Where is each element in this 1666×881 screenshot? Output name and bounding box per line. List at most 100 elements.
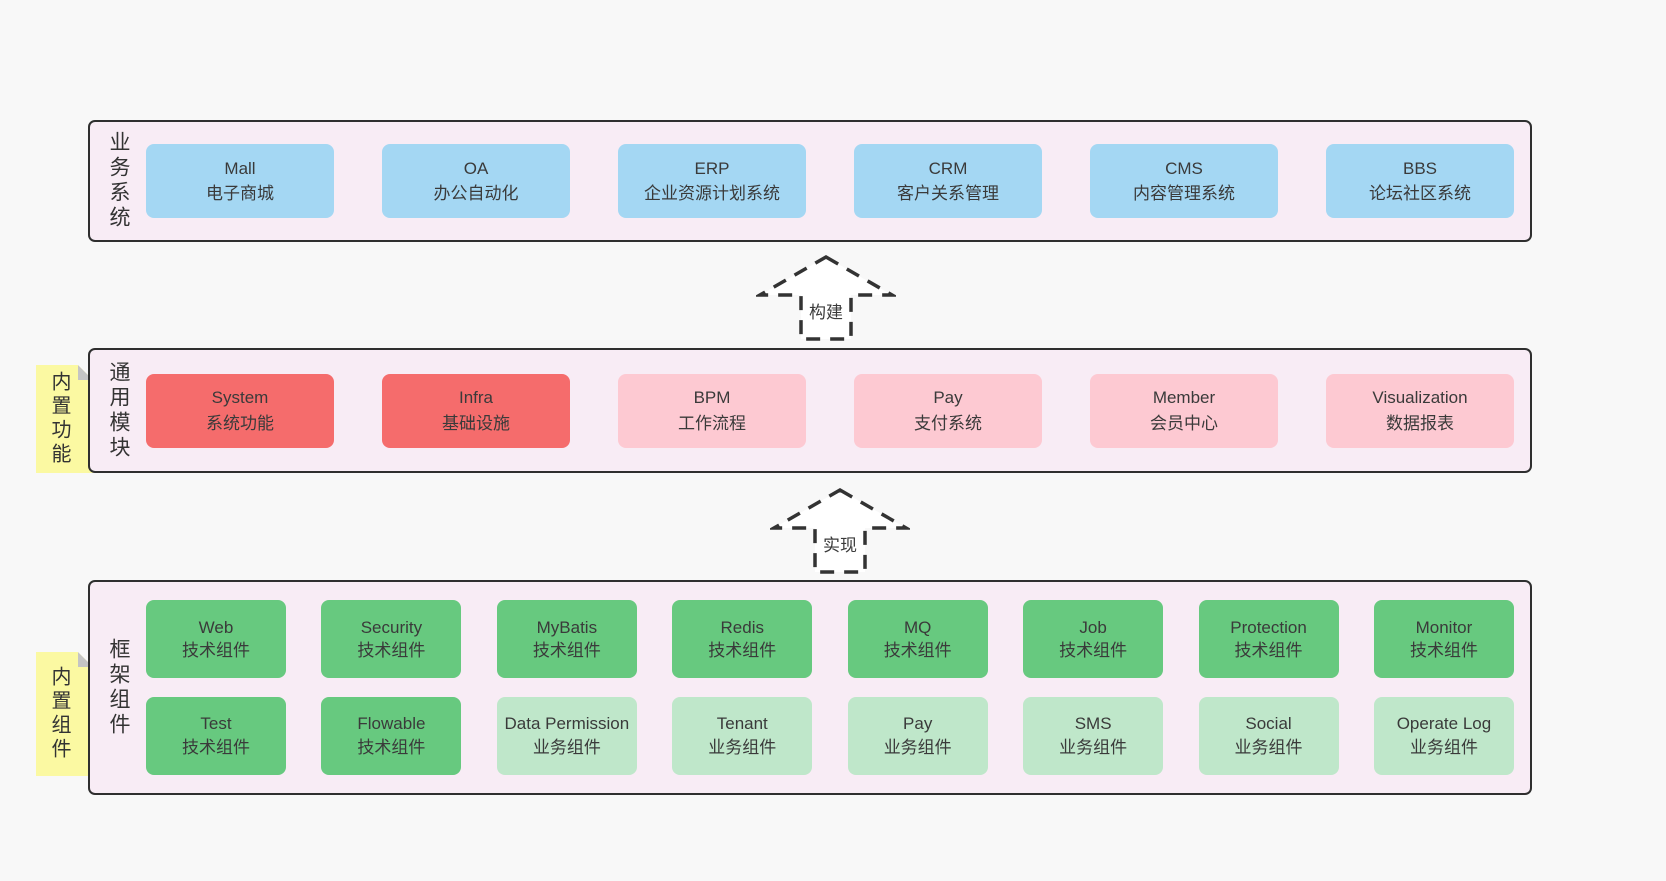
box-pay-component: Pay 业务组件 (847, 696, 988, 775)
box-social: Social 业务组件 (1198, 696, 1339, 775)
box-label-zh: 会员中心 (1150, 413, 1218, 433)
box-label-en: MQ (903, 617, 932, 637)
box-label-zh: 系统功能 (206, 413, 274, 433)
box-label-en: System (211, 388, 269, 407)
sticky-note-built-in-components: 内置组件 (36, 652, 93, 776)
box-oa: OA 办公自动化 (382, 144, 570, 218)
box-label-zh: 企业资源计划系统 (644, 184, 780, 203)
box-mybatis: MyBatis 技术组件 (496, 600, 637, 679)
box-label-en: SMS (1074, 713, 1112, 733)
box-label-zh: 数据报表 (1386, 413, 1454, 433)
box-label-en: Member (1152, 388, 1216, 407)
box-label-zh: 客户关系管理 (897, 184, 999, 203)
box-label-en: Job (1079, 617, 1107, 637)
arrow-label: 构建 (806, 298, 846, 323)
box-label-zh: 技术组件 (182, 641, 250, 661)
box-label-zh: 内容管理系统 (1133, 184, 1235, 203)
box-label-en: Pay (903, 713, 933, 733)
box-label-zh: 技术组件 (708, 641, 777, 661)
box-pay-system: Pay 支付系统 (854, 373, 1042, 448)
box-crm: CRM 客户关系管理 (854, 144, 1042, 218)
box-label-en: Web (198, 617, 234, 637)
box-label-zh: 业务组件 (1234, 737, 1303, 757)
box-label-zh: 业务组件 (1409, 737, 1478, 757)
box-label-zh: 技术组件 (357, 737, 426, 757)
box-label-zh: 技术组件 (532, 641, 601, 661)
box-label-zh: 工作流程 (678, 413, 746, 433)
box-label-en: Social (1245, 713, 1292, 733)
box-label-en: Infra (458, 388, 494, 407)
box-sms: SMS 业务组件 (1023, 696, 1164, 775)
tech-component-row: Web 技术组件 Security 技术组件 MyBatis 技术组件 Redi… (146, 600, 1514, 679)
box-test: Test 技术组件 (146, 696, 286, 775)
box-security: Security 技术组件 (321, 600, 462, 679)
panel-side-label: 框架组件 (107, 637, 130, 738)
box-label-en: Security (360, 617, 423, 637)
sticky-label: 内置组件 (48, 666, 70, 762)
box-redis: Redis 技术组件 (672, 600, 813, 679)
box-label-zh: 基础设施 (442, 413, 510, 433)
box-label-en: Mall (224, 158, 256, 178)
box-tenant: Tenant 业务组件 (672, 696, 813, 775)
panel-side-label: 业务系统 (107, 131, 130, 231)
framework-component-rows: Web 技术组件 Security 技术组件 MyBatis 技术组件 Redi… (146, 582, 1530, 793)
box-visualization: Visualization 数据报表 (1326, 373, 1514, 448)
box-job: Job 技术组件 (1023, 600, 1164, 679)
box-erp: ERP 企业资源计划系统 (618, 144, 806, 218)
box-member: Member 会员中心 (1090, 373, 1278, 448)
business-system-boxes: Mall 电子商城 OA 办公自动化 ERP 企业资源计划系统 CRM 客户关系… (146, 122, 1530, 240)
panel-side-label: 通用模块 (107, 360, 130, 461)
box-label-en: CMS (1165, 158, 1203, 178)
box-cms: CMS 内容管理系统 (1090, 144, 1278, 218)
box-label-en: Monitor (1415, 617, 1473, 637)
box-mq: MQ 技术组件 (847, 600, 988, 679)
panel-framework-components: 框架组件 Web 技术组件 Security 技术组件 MyBatis 技术组件… (88, 580, 1532, 795)
box-label-en: BBS (1402, 158, 1438, 178)
box-label-zh: 论坛社区系统 (1369, 184, 1471, 203)
box-label-en: Flowable (357, 713, 426, 733)
box-label-zh: 技术组件 (182, 737, 250, 757)
box-label-en: ERP (694, 158, 730, 178)
box-label-zh: 技术组件 (1234, 641, 1303, 661)
box-label-zh: 业务组件 (532, 737, 601, 757)
box-label-zh: 技术组件 (883, 641, 952, 661)
box-bbs: BBS 论坛社区系统 (1326, 144, 1514, 218)
box-label-zh: 业务组件 (883, 737, 952, 757)
sticky-label: 内置功能 (48, 371, 70, 467)
box-label-zh: 办公自动化 (433, 184, 519, 203)
box-label-en: Protection (1230, 617, 1307, 637)
panel-business-systems: 业务系统 Mall 电子商城 OA 办公自动化 ERP 企业资源计划系统 CRM… (88, 120, 1532, 242)
box-label-en: Test (200, 713, 232, 733)
box-system: System 系统功能 (146, 373, 334, 448)
box-label-en: Pay (933, 388, 963, 407)
box-protection: Protection 技术组件 (1198, 600, 1339, 679)
box-web: Web 技术组件 (146, 600, 286, 679)
box-label-en: CRM (928, 158, 968, 178)
biz-component-row: Test 技术组件 Flowable 技术组件 Data Permission … (146, 696, 1514, 775)
box-operate-log: Operate Log 业务组件 (1373, 696, 1514, 775)
box-monitor: Monitor 技术组件 (1373, 600, 1514, 679)
box-label-zh: 电子商城 (206, 184, 274, 203)
arrow-label: 实现 (820, 531, 860, 556)
box-label-en: Data Permission (504, 713, 630, 733)
box-infra: Infra 基础设施 (382, 373, 570, 448)
build-arrow: 构建 (756, 254, 896, 342)
box-label-zh: 技术组件 (1409, 641, 1478, 661)
box-label-zh: 业务组件 (708, 737, 777, 757)
box-label-zh: 业务组件 (1059, 737, 1128, 757)
box-label-zh: 支付系统 (914, 413, 982, 433)
box-label-en: Tenant (716, 713, 768, 733)
box-flowable: Flowable 技术组件 (321, 696, 462, 775)
panel-common-modules: 通用模块 System 系统功能 Infra 基础设施 BPM 工作流程 Pay… (88, 348, 1532, 473)
box-label-en: OA (463, 158, 489, 178)
box-label-zh: 技术组件 (1059, 641, 1128, 661)
sticky-note-built-in-features: 内置功能 (36, 365, 93, 473)
box-data-permission: Data Permission 业务组件 (496, 696, 637, 775)
common-module-boxes: System 系统功能 Infra 基础设施 BPM 工作流程 Pay 支付系统… (146, 350, 1530, 471)
box-label-en: Redis (720, 617, 764, 637)
box-label-en: BPM (693, 388, 731, 407)
box-bpm: BPM 工作流程 (618, 373, 806, 448)
box-label-en: Operate Log (1396, 713, 1492, 733)
box-label-zh: 技术组件 (357, 641, 426, 661)
